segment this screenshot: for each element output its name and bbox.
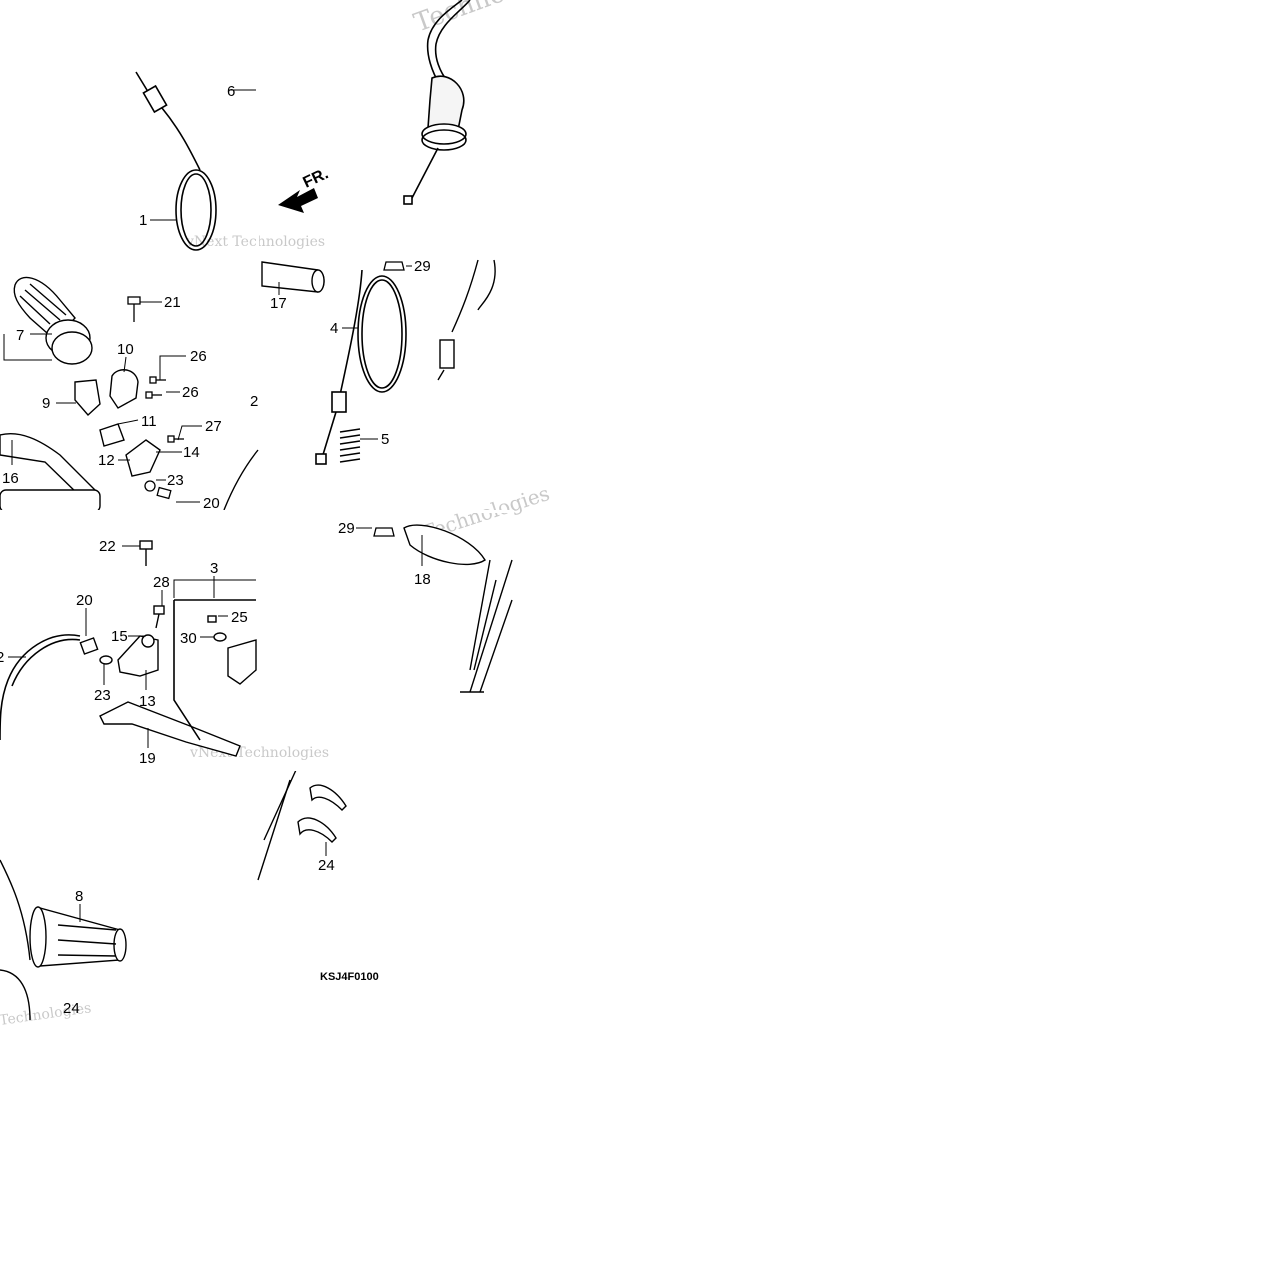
callout-9: 9 (42, 395, 50, 412)
cable-2 (0, 599, 256, 741)
callout-3: 3 (210, 560, 218, 577)
callout-8: 8 (75, 888, 83, 905)
callout-24b: 24 (63, 1000, 80, 1017)
cable-1 (135, 71, 217, 251)
callout-28: 28 (153, 574, 170, 591)
callout-18: 18 (414, 571, 431, 588)
callout-14: 14 (183, 444, 200, 461)
callout-5: 5 (381, 431, 389, 448)
callout-25: 25 (231, 609, 248, 626)
callout-13: 13 (139, 693, 156, 710)
callout-2b: 2 (0, 649, 4, 666)
callout-15: 15 (111, 628, 128, 645)
callout-29b: 29 (338, 520, 355, 537)
cable-4 (315, 269, 407, 465)
callout-30: 30 (180, 630, 197, 647)
callout-24a: 24 (318, 857, 335, 874)
callout-11: 11 (141, 413, 157, 430)
callout-4: 4 (330, 320, 338, 337)
lever-assembly-lower (79, 540, 257, 757)
callout-labels: 1 2 3 4 5 6 7 8 9 10 11 12 13 14 15 16 1… (0, 83, 431, 1017)
callout-6: 6 (227, 83, 235, 100)
callout-23b: 23 (94, 687, 111, 704)
svg-text:vNext Technologies: vNext Technologies (185, 234, 325, 250)
callout-26a: 26 (190, 348, 207, 365)
callout-10: 10 (117, 341, 134, 358)
clamps-24 (297, 784, 347, 843)
callout-17: 17 (270, 295, 287, 312)
tile-seams (0, 0, 514, 771)
callout-29a: 29 (414, 258, 431, 275)
cable-right-tile (437, 259, 496, 381)
bolts-top-left (127, 296, 184, 500)
nut-29 (373, 261, 405, 537)
callout-21: 21 (164, 294, 181, 311)
part-code: KSJ4F0100 (320, 971, 379, 983)
leader-lines (3, 219, 423, 922)
callout-23a: 23 (167, 472, 184, 489)
callout-22: 22 (99, 538, 116, 555)
grip-7 (13, 276, 93, 365)
callout-19: 19 (139, 750, 156, 767)
spring-5 (339, 428, 361, 463)
handlebar-right (460, 559, 513, 693)
grip-8 (29, 906, 127, 968)
callout-20b: 20 (76, 592, 93, 609)
callout-27: 27 (205, 418, 222, 435)
throttle-cable-assembly (403, 0, 471, 205)
callout-2: 2 (250, 393, 258, 410)
callout-1: 1 (139, 212, 147, 229)
handlebar-left (0, 449, 297, 1021)
callout-16: 16 (2, 470, 19, 487)
cover-18 (403, 524, 486, 566)
grip-17 (261, 261, 325, 293)
callout-26b: 26 (182, 384, 199, 401)
callout-7: 7 (16, 327, 24, 344)
callout-12: 12 (98, 452, 115, 469)
callout-20a: 20 (203, 495, 220, 512)
housing-parts (0, 369, 161, 513)
